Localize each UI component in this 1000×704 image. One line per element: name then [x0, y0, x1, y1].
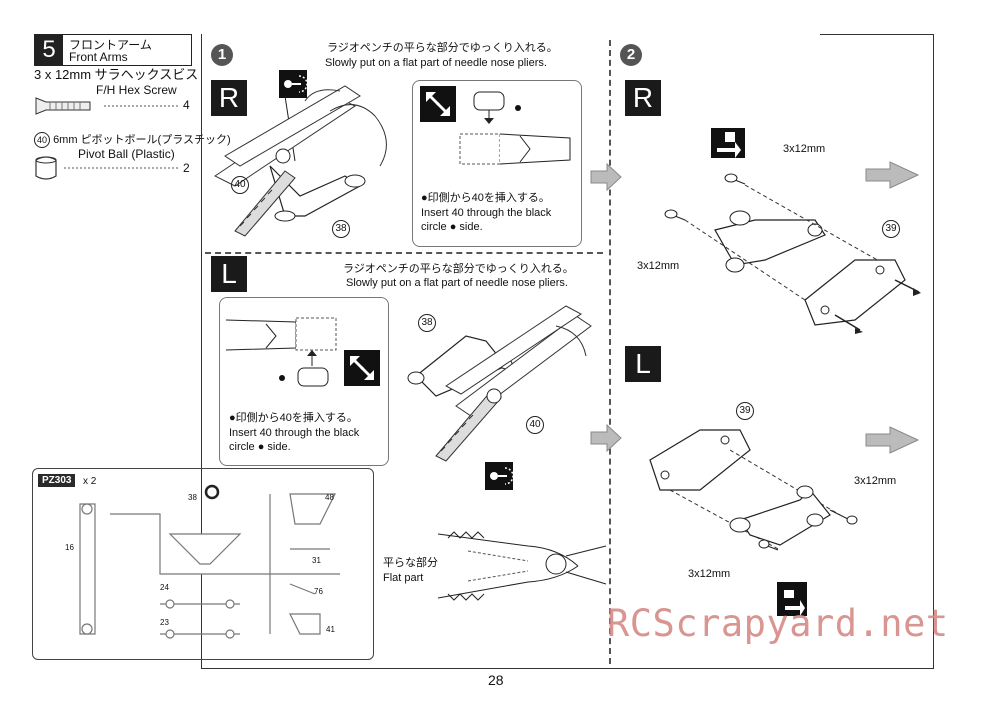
stage2-right-assembly — [664, 128, 921, 334]
right-arm-pliers-illustration — [214, 85, 387, 237]
stage1-left-callout-en2: circle ● side. — [229, 441, 291, 453]
left-arm-pliers-illustration — [407, 305, 592, 462]
step-title-jp: フロントアーム — [69, 38, 152, 52]
stage2-left-screw2: 3x12mm — [688, 568, 731, 580]
page-number: 28 — [488, 672, 504, 688]
stage2-left-assembly — [649, 429, 858, 616]
part-label-38-left: 38 — [418, 314, 436, 332]
stage2-left-part: 39 — [736, 402, 754, 420]
stage1-left-letter: L — [211, 256, 247, 292]
leader-line — [104, 105, 180, 107]
stage-divider — [609, 40, 611, 664]
sprue-code: PZ303 — [38, 474, 76, 487]
flow-arrow-icon — [590, 162, 622, 192]
part-label-40-left: 40 — [526, 416, 544, 434]
stage1-left-callout-jp: ●印側から40を挿入する。 — [229, 412, 358, 424]
stage2-right-screw1: 3x12mm — [783, 143, 826, 155]
frame-left-border — [201, 34, 202, 668]
leader-line — [64, 167, 180, 169]
rotate-hint-icon — [485, 462, 514, 490]
sprue-label-48: 48 — [325, 493, 334, 502]
stage2-left-letter: L — [625, 346, 661, 382]
part-screw-en: F/H Hex Screw — [96, 83, 177, 97]
screw-icon — [35, 97, 91, 115]
stage1-right-callout-en1: Insert 40 through the black — [421, 207, 552, 219]
callout-left-diagram — [225, 317, 380, 387]
step-header: 5 フロントアーム Front Arms — [34, 34, 192, 66]
stage1-right-instr-jp: ラジオペンチの平らな部分でゆっくり入れる。 — [327, 42, 558, 54]
stage2-right-part: 39 — [882, 220, 900, 238]
stage2-left-screw1: 3x12mm — [854, 475, 897, 487]
stage1-left-callout-en1: Insert 40 through the black — [229, 427, 360, 439]
sprue-box — [32, 468, 374, 660]
pivot-ball-icon — [35, 156, 57, 180]
sprue-label-76: 76 — [314, 587, 323, 596]
step-number: 5 — [35, 35, 63, 65]
stage1-number: 1 — [211, 44, 233, 66]
part-ball-jp: 40 6mm ピボットボール(プラスチック) — [34, 132, 231, 148]
part-ball-qty: 2 — [183, 161, 190, 175]
stage1-left-instr-en: Slowly put on a flat part of needle nose… — [346, 277, 568, 289]
rotate-hint-icon — [279, 70, 308, 98]
stage2-right-screw2: 3x12mm — [637, 260, 680, 272]
part-label-38: 38 — [332, 220, 350, 238]
part-screw-jp: 3 x 12mm サラヘックスビス — [34, 67, 199, 82]
step-title-en: Front Arms — [69, 50, 128, 64]
sprue-label-38: 38 — [188, 493, 197, 502]
sprue-illustration — [79, 484, 340, 639]
flow-arrow-icon — [865, 161, 920, 189]
watermark: RCScrapyard.net — [607, 602, 949, 645]
sprue-label-41: 41 — [326, 625, 335, 634]
callout-right-diagram — [420, 86, 571, 165]
stage1-left-instr-jp: ラジオペンチの平らな部分でゆっくり入れる。 — [343, 263, 574, 275]
flow-arrow-icon — [590, 423, 622, 453]
side-divider — [205, 252, 603, 254]
stage1-right-instr-en: Slowly put on a flat part of needle nose… — [325, 57, 547, 69]
part-label-40: 40 — [231, 176, 249, 194]
stage2-right-letter: R — [625, 80, 661, 116]
part-ball-en: Pivot Ball (Plastic) — [78, 147, 175, 161]
stage2-number: 2 — [620, 44, 642, 66]
sprue-label-31: 31 — [312, 556, 321, 565]
pliers-label-jp: 平らな部分 — [383, 557, 438, 569]
sprue-label-23: 23 — [160, 618, 169, 627]
frame-top-border — [820, 34, 934, 35]
sprue-label-16: 16 — [65, 543, 74, 552]
stage1-right-letter: R — [211, 80, 247, 116]
pliers-flat-part-illustration — [437, 531, 607, 601]
sprue-count: x 2 — [83, 476, 97, 487]
pliers-label-en: Flat part — [383, 572, 424, 584]
stage1-right-callout-en2: circle ● side. — [421, 221, 483, 233]
part-screw-qty: 4 — [183, 98, 190, 112]
instruction-frame — [201, 34, 934, 669]
flow-arrow-icon — [865, 426, 920, 454]
stage1-right-callout-jp: ●印側から40を挿入する。 — [421, 192, 550, 204]
part-ball-num: 40 — [34, 132, 50, 148]
sprue-label-24: 24 — [160, 583, 169, 592]
